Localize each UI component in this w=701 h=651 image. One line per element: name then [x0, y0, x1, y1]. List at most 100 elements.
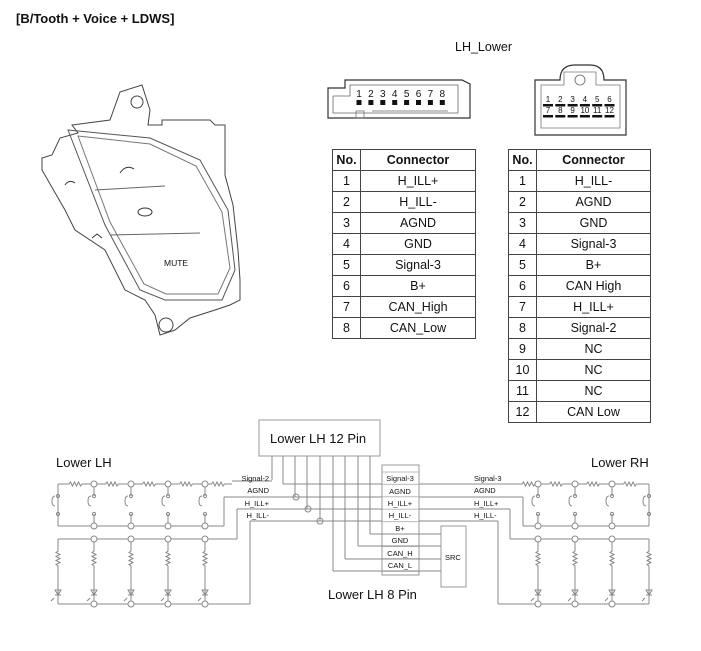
pin-number-label: 10 — [580, 106, 589, 115]
lh-switch-contact — [128, 493, 134, 499]
mute-button-label: MUTE — [164, 258, 188, 268]
wire-label-h-ill-plus: H_ILL+ — [474, 499, 499, 508]
pin-terminal — [427, 100, 433, 105]
box-8pin — [381, 464, 420, 576]
pin-signal: H_ILL+ — [360, 170, 476, 192]
pin-terminal — [592, 104, 603, 107]
rh-switch-contact — [535, 511, 541, 517]
pin-terminal — [543, 115, 553, 118]
pin-number-label: 7 — [428, 89, 434, 100]
wire-label-h-ill-minus: H_ILL- — [474, 511, 497, 520]
schematic — [50, 419, 653, 608]
lh-led — [160, 579, 172, 604]
rh-switch-contact — [609, 493, 615, 499]
rh-led — [567, 579, 579, 604]
lh-switch — [198, 484, 206, 526]
pin8-label: CAN_H — [387, 549, 412, 558]
pin-terminal — [604, 104, 615, 107]
junction-node — [608, 535, 616, 543]
lh-switch-contact — [165, 493, 171, 499]
pin-terminal — [356, 100, 362, 105]
lh-switch-contact — [55, 493, 61, 499]
pin-terminal — [392, 100, 398, 105]
rh-led — [604, 579, 616, 604]
pin-number-label: 1 — [546, 95, 551, 104]
pin-terminal — [380, 100, 386, 105]
junction-node — [571, 522, 579, 530]
junction-node — [201, 522, 209, 530]
pin-number-label: 2 — [558, 95, 563, 104]
lower-lh-label: Lower LH — [56, 455, 112, 470]
pin8-label: H_ILL+ — [388, 499, 413, 508]
rh-switch-contact — [572, 511, 578, 517]
junction-node — [201, 535, 209, 543]
pin-terminal — [555, 115, 566, 118]
lh-led — [86, 579, 98, 604]
lh-switch — [124, 484, 132, 526]
rh-switch-contact — [609, 511, 615, 517]
junction-node — [90, 535, 98, 543]
pin-terminal — [404, 100, 410, 105]
connector-view-title: LH_Lower — [455, 40, 512, 54]
pin-number-label: 1 — [356, 89, 362, 100]
src-box — [440, 525, 467, 588]
pin-signal: B+ — [536, 254, 651, 276]
junction-node — [608, 522, 616, 530]
pin-terminal — [416, 100, 421, 105]
pin-number: 12 — [508, 401, 537, 423]
junction-node — [164, 480, 172, 488]
wire-label-signal-2: Signal-2 — [241, 474, 269, 483]
junction-node — [164, 535, 172, 543]
lh-resistor — [90, 539, 98, 579]
pin-number-label: 2 — [368, 89, 374, 100]
pin-number-label: 3 — [380, 89, 386, 100]
pin-terminal — [579, 104, 590, 107]
rh-switch-contact — [646, 493, 652, 499]
pin-terminal — [543, 104, 553, 107]
rh-switch — [568, 484, 576, 526]
lh-resistor — [54, 539, 62, 579]
junction-node — [571, 480, 579, 488]
wire-label-agnd: AGND — [247, 486, 269, 495]
wire-label-h-ill-plus: H_ILL+ — [245, 499, 270, 508]
page-title: [B/Tooth + Voice + LDWS] — [16, 11, 175, 26]
pin-terminal — [555, 104, 566, 107]
pin-terminal — [604, 115, 615, 118]
rh-switch-contact — [646, 511, 652, 517]
rh-resistor — [571, 539, 579, 579]
lh-switch — [51, 484, 59, 526]
pin8-label: AGND — [389, 487, 411, 496]
junction-node — [608, 480, 616, 488]
lh-switch-contact — [91, 511, 97, 517]
junction-node — [90, 480, 98, 488]
lh-switch-contact — [55, 511, 61, 517]
pin8-label: H_ILL- — [389, 511, 412, 520]
junction-node — [127, 600, 135, 608]
pin8-label: B+ — [395, 524, 405, 533]
lh-switch-contact — [165, 511, 171, 517]
pin-number-label: 3 — [570, 95, 575, 104]
junction-node — [127, 480, 135, 488]
steering-switch-illustration — [41, 84, 241, 336]
junction-node — [127, 535, 135, 543]
junction-node — [164, 600, 172, 608]
src-label: SRC — [445, 553, 461, 562]
pin-signal: NC — [536, 359, 651, 381]
lower-rh-label: Lower RH — [591, 455, 649, 470]
lh-led — [123, 579, 135, 604]
lh-resistor — [201, 539, 209, 579]
rh-resistor — [534, 539, 542, 579]
pin-terminal — [579, 115, 590, 118]
pin-terminal — [439, 100, 445, 105]
pin-number-label: 11 — [593, 106, 602, 115]
